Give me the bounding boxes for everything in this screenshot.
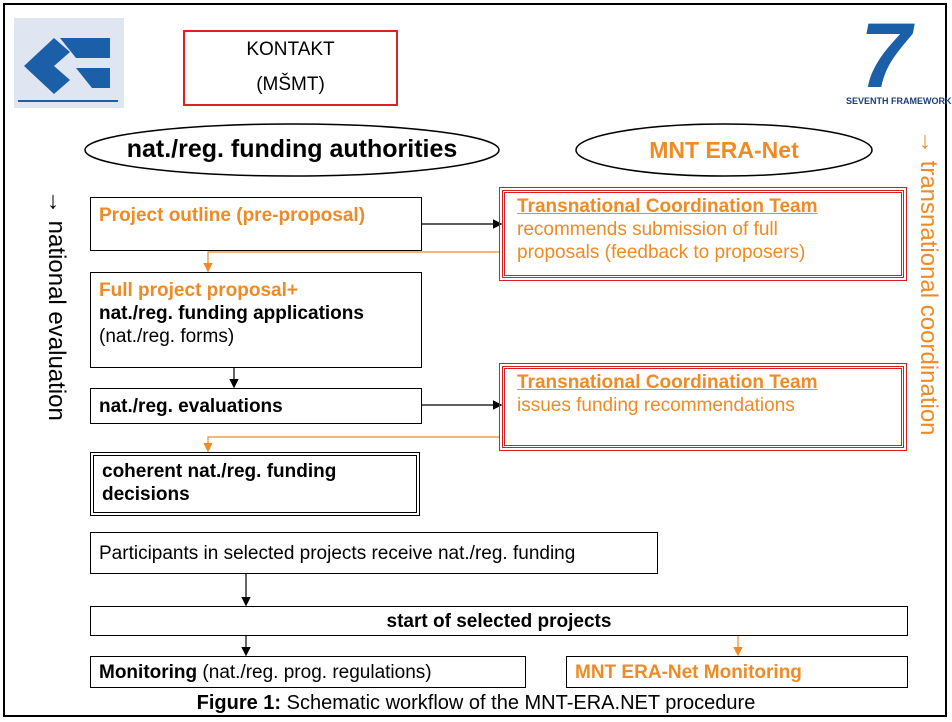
participants-text: Participants in selected projects receiv… — [99, 543, 576, 564]
kontakt-subtitle: (MŠMT) — [256, 74, 325, 95]
funding-decisions-box: coherent nat./reg. funding decisions — [90, 452, 420, 516]
tct2-line1: issues funding recommendations — [517, 395, 795, 416]
authorities-ellipse — [84, 123, 500, 177]
figure-frame — [3, 3, 947, 717]
organization-logo — [14, 18, 124, 108]
fp7-numeral: 7 — [860, 5, 912, 107]
monitoring-box: Monitoring (nat./reg. prog. regulations) — [90, 656, 526, 688]
transnational-coordination-label: → transnational coordination — [914, 130, 942, 436]
full-proposal-forms: (nat./reg. forms) — [99, 326, 235, 347]
full-proposal-title: Full project proposal+ — [99, 280, 298, 301]
tct1-line1: recommends submission of full — [517, 219, 778, 240]
caption-text: Schematic workflow of the MNT-ERA.NET pr… — [281, 692, 756, 714]
tct2-title: Transnational Coordination Team — [517, 372, 818, 393]
kontakt-title: KONTAKT — [246, 39, 335, 60]
decisions-line1: coherent nat./reg. funding — [102, 461, 337, 482]
authorities-label: nat./reg. funding authorities — [126, 135, 458, 163]
era-monitoring-box: MNT ERA-Net Monitoring — [566, 656, 908, 688]
start-projects-text: start of selected projects — [386, 611, 612, 632]
era-net-ellipse — [575, 123, 873, 177]
tct1-line2: proposals (feedback to proposers) — [517, 242, 806, 263]
full-proposal-box: Full project proposal+ nat./reg. funding… — [90, 272, 422, 368]
national-evaluation-text: national evaluation — [43, 220, 70, 421]
down-arrow-icon: → — [43, 190, 70, 214]
evaluations-box: nat./reg. evaluations — [90, 388, 422, 424]
tct-issues-box: Transnational Coordination Team issues f… — [499, 363, 907, 451]
kontakt-box: KONTAKT (MŠMT) — [183, 30, 398, 106]
project-outline-box: Project outline (pre-proposal) — [90, 197, 422, 251]
transnational-coordination-text: transnational coordination — [915, 160, 942, 436]
fp7-logo: 7 SEVENTH FRAMEWORK — [840, 5, 952, 110]
evaluations-text: nat./reg. evaluations — [99, 396, 283, 417]
monitoring-bold: Monitoring — [99, 662, 198, 683]
decisions-line2: decisions — [102, 484, 190, 505]
tct1-title: Transnational Coordination Team — [517, 196, 818, 217]
era-monitoring-text: MNT ERA-Net Monitoring — [575, 662, 802, 683]
caption-label: Figure 1: — [196, 692, 282, 714]
tct-recommends-box: Transnational Coordination Team recommen… — [499, 187, 907, 281]
full-proposal-applications: nat./reg. funding applications — [99, 303, 364, 324]
start-projects-box: start of selected projects — [90, 606, 908, 636]
monitoring-rest: (nat./reg. prog. regulations) — [197, 662, 432, 683]
fp7-caption: SEVENTH FRAMEWORK — [846, 96, 952, 106]
national-evaluation-label: → national evaluation — [42, 190, 70, 421]
project-outline-text: Project outline (pre-proposal) — [99, 205, 366, 226]
era-net-label: MNT ERA-Net — [649, 137, 799, 163]
participants-box: Participants in selected projects receiv… — [90, 532, 658, 574]
caption: Figure 1: Schematic workflow of the MNT-… — [0, 692, 952, 715]
down-arrow-icon-right: → — [915, 130, 942, 154]
